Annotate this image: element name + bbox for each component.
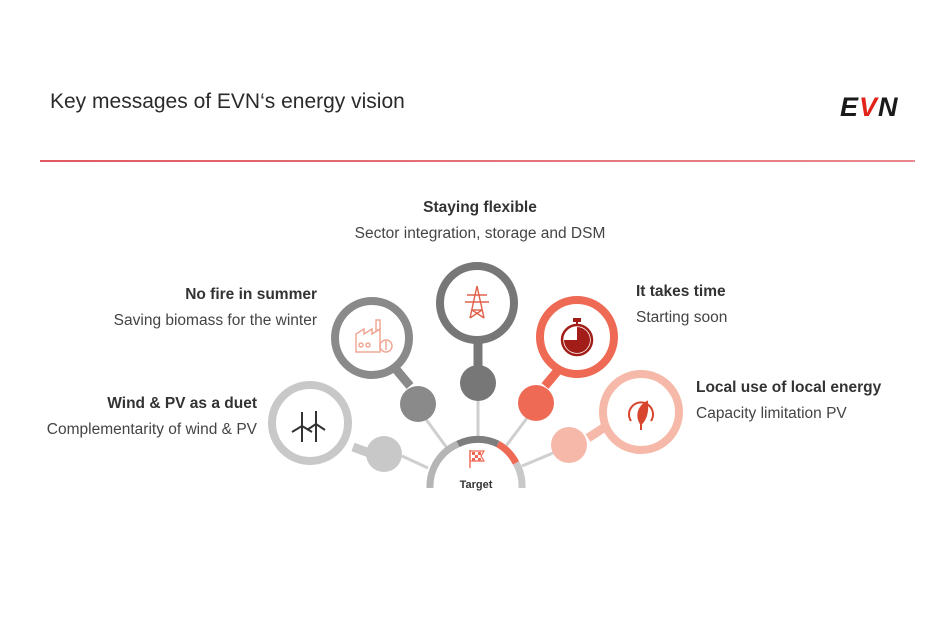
power-pylon-icon (465, 285, 489, 319)
wind-sub: Complementarity of wind & PV (46, 421, 257, 438)
hub-label: Target (460, 479, 493, 491)
label-flex: Staying flexible Sector integration, sto… (330, 199, 630, 243)
fire-heading: No fire in summer (185, 286, 317, 303)
connector-lines (401, 400, 554, 470)
local-heading: Local use of local energy (696, 379, 882, 396)
label-time: It takes time Starting soon (636, 283, 836, 327)
wind-heading: Wind & PV as a duet (107, 395, 257, 412)
label-wind: Wind & PV as a duet Complementarity of w… (10, 395, 257, 439)
label-fire: No fire in summer Saving biomass for the… (40, 286, 317, 330)
time-heading: It takes time (636, 283, 726, 300)
node-wind (268, 381, 402, 472)
node-fire (331, 297, 436, 422)
label-local: Local use of local energy Capacity limit… (696, 379, 926, 423)
evn-logo: EVN (840, 92, 899, 122)
factory-icon (355, 319, 393, 353)
local-sub: Capacity limitation PV (696, 405, 847, 422)
flex-sub: Sector integration, storage and DSM (354, 225, 606, 242)
node-flex (436, 262, 518, 401)
time-sub: Starting soon (636, 309, 728, 326)
page-title: Key messages of EVN‘s energy vision (50, 90, 405, 113)
node-time (518, 296, 618, 421)
fire-sub: Saving biomass for the winter (113, 312, 317, 329)
node-local (551, 370, 683, 463)
eco-plug-icon (628, 400, 654, 430)
checkered-flag-icon (469, 450, 486, 468)
header-divider (40, 160, 915, 162)
stopwatch-icon (560, 318, 594, 357)
flex-heading: Staying flexible (423, 199, 537, 216)
wind-turbine-icon (291, 411, 326, 442)
target-hub: Target (426, 435, 526, 491)
